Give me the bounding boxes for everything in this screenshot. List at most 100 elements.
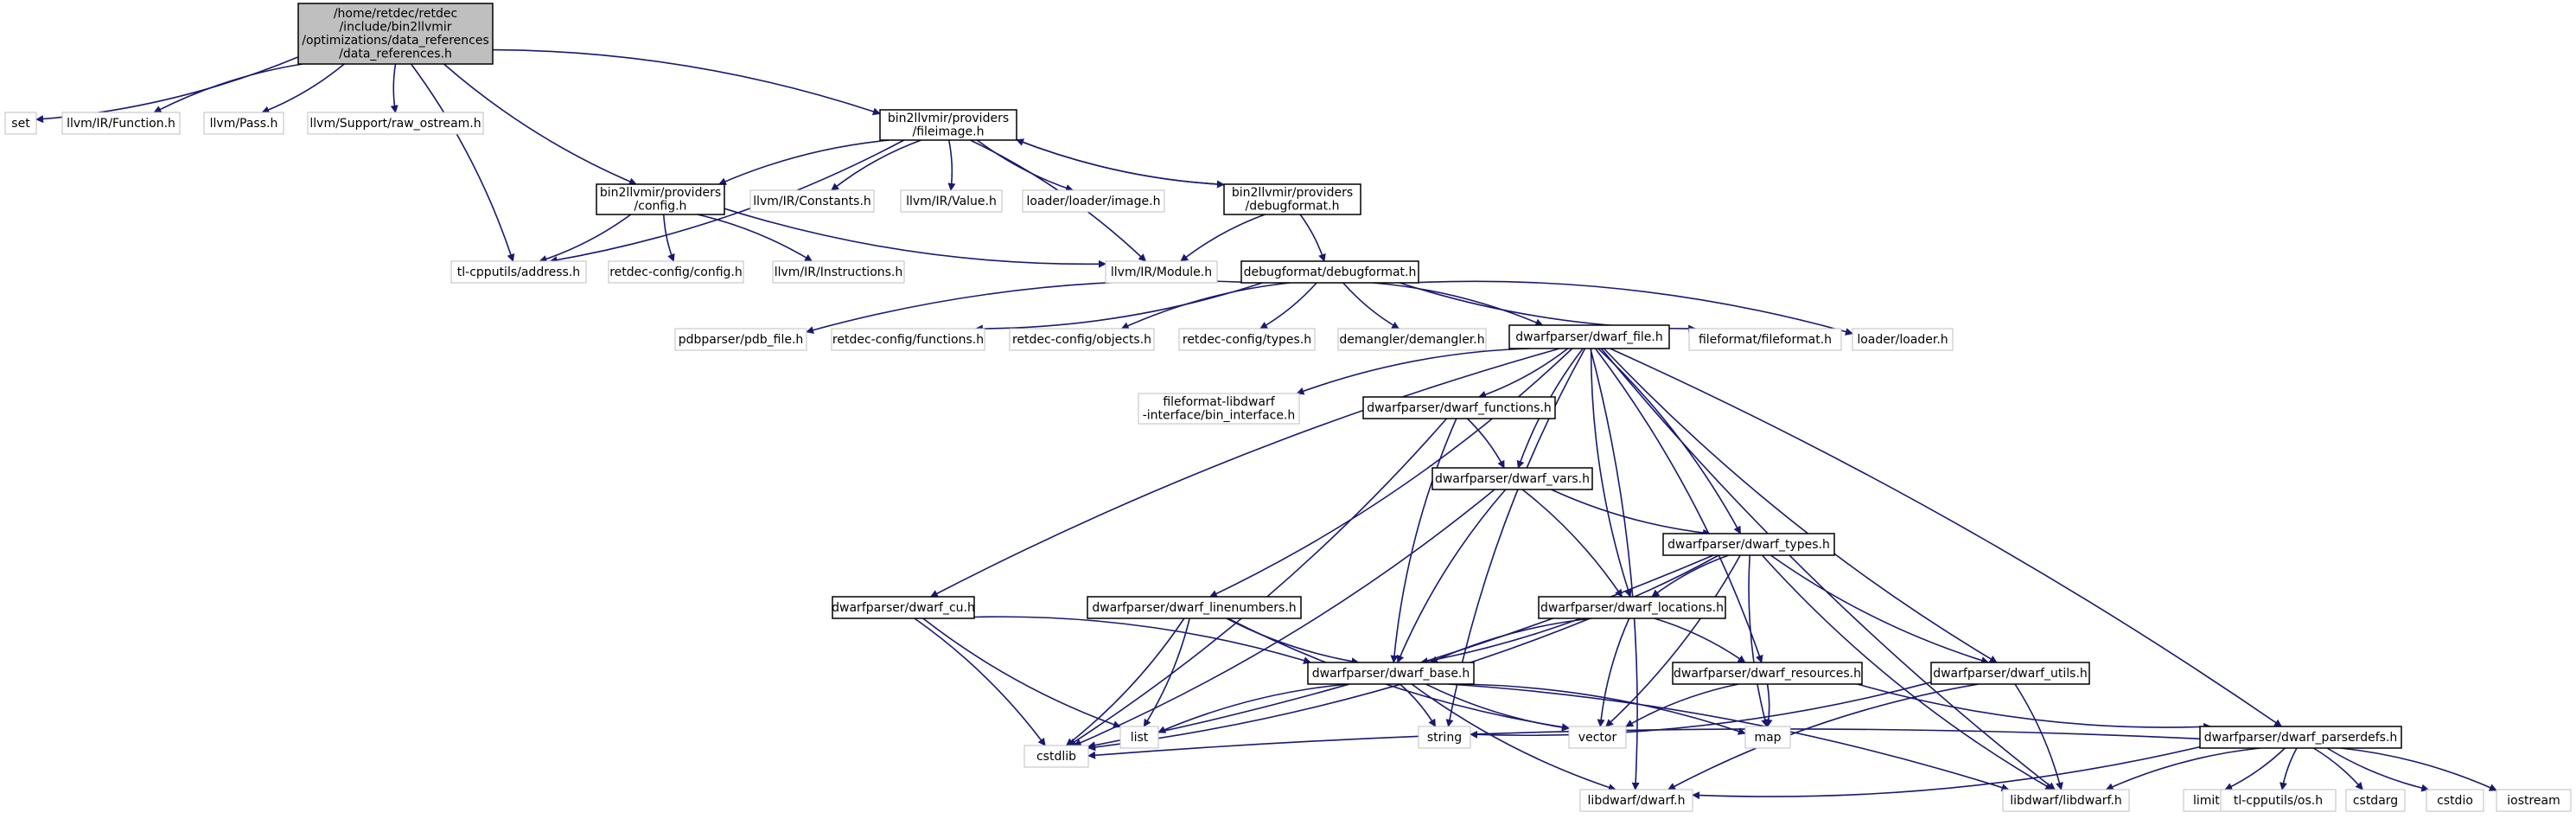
node-label: tl-cpputils/address.h [457,266,580,279]
node-box-dwarf-base-h[interactable] [1307,662,1475,685]
edge-debugformat_h-to-loader_h [1418,280,1853,336]
node-debugformat-h[interactable]: debugformat/debugformat.h [1240,260,1419,284]
edge-fileimage_h-to-debugformat_prov_h [1016,138,1225,189]
node-config-h[interactable]: bin2llvmir/providers/config.h [596,183,725,215]
node-label: loader/loader.h [1857,333,1948,347]
edge-config_h-to-retdec_config_h [663,214,675,262]
edge-root-to-set [35,56,299,124]
edge-fileimage_h-to-loader_image_h [976,139,1074,192]
edge-dwarf_resources_h-to-map [1764,683,1773,727]
edge-dwarf_types_h-to-libdwarf_libdwarf_h [1761,554,2054,790]
edge-dwarf_file_h-to-dwarf_functions_h [1478,348,1569,399]
node-box-fileimage-h[interactable] [879,109,1017,141]
node-box-debugformat-h[interactable] [1240,260,1419,284]
node-label: bin2llvmir/providers [600,186,721,200]
edge-dwarf_cu_h-to-cstdlib [914,617,1046,746]
edge-debugformat_h-to-dwarf_file_h [1373,282,1544,326]
node-box-dwarf-linenumbers-h[interactable] [1087,596,1302,619]
node-label: cstdlib [1036,750,1076,764]
node-box-dwarf-vars-h[interactable] [1431,467,1593,490]
edge-dwarf_base_h-to-libdwarf_dwarf_h [1411,683,1616,791]
node-box-cstdio [2426,789,2484,812]
edge-dwarf_types_h-to-map [1748,554,1769,727]
node-dwarf-linenumbers-h[interactable]: dwarfparser/dwarf_linenumbers.h [1087,596,1302,619]
node-box-module-h [1105,260,1218,284]
edge-dwarf_base_h-to-map [1454,683,1746,735]
node-dwarf-utils-h[interactable]: dwarfparser/dwarf_utils.h [1930,662,2090,685]
node-dwarf-base-h[interactable]: dwarfparser/dwarf_base.h [1307,662,1475,685]
node-dwarf-vars-h[interactable]: dwarfparser/dwarf_vars.h [1431,467,1593,490]
node-map: map [1744,726,1791,749]
node-box-function-h [61,112,181,135]
edge-debugformat_h-to-types_cfg_h [1259,282,1317,330]
edge-dwarf_vars_h-to-cstdlib [1073,489,1495,746]
node-label: llvm/IR/Instructions.h [775,266,903,279]
node-fileimage-h[interactable]: bin2llvmir/providers/fileimage.h [879,109,1017,141]
node-module-h: llvm/IR/Module.h [1105,260,1218,284]
node-label: /config.h [634,200,687,214]
node-label: set [11,117,30,131]
edge-fileimage_h-to-value_h [947,139,956,191]
node-box-dwarf-parserdefs-h[interactable] [2199,726,2402,749]
node-label: /include/bin2llvmir [339,21,451,35]
node-label: /fileimage.h [913,125,985,139]
node-box-dwarf-file-h[interactable] [1508,324,1670,349]
node-box-dwarf-types-h[interactable] [1662,533,1835,556]
node-box-root [297,3,494,65]
edge-dwarf_functions_h-to-cstdlib [1068,418,1448,746]
node-label: cstdarg [2353,794,2398,808]
node-box-debugformat-prov-h[interactable] [1223,183,1361,215]
node-label: dwarfparser/dwarf_types.h [1667,538,1830,552]
file-nodes: /home/retdec/retdec/include/bin2llvmir/o… [4,3,2572,812]
node-box-dwarf-utils-h[interactable] [1930,662,2090,685]
node-retdec-config-h: retdec-config/config.h [608,260,744,284]
node-dwarf-cu-h[interactable]: dwarfparser/dwarf_cu.h [832,596,975,619]
edge-dwarf_functions_h-to-dwarf_base_h [1390,418,1457,663]
node-label: vector [1578,731,1617,745]
edge-dwarf_parserdefs_h-to-libdwarf_dwarf_h [1692,745,2201,800]
node-root: /home/retdec/retdec/include/bin2llvmir/o… [297,3,494,65]
node-box-dwarf-resources-h[interactable] [1672,662,1863,685]
node-debugformat-prov-h[interactable]: bin2llvmir/providers/debugformat.h [1223,183,1361,215]
node-box-list [1119,726,1159,749]
edge-debugformat_h-to-objects_h [1120,282,1291,330]
node-dwarf-types-h[interactable]: dwarfparser/dwarf_types.h [1662,533,1835,556]
node-dwarf-functions-h[interactable]: dwarfparser/dwarf_functions.h [1362,396,1556,419]
edge-root-to-raw_ostream_h [390,63,399,113]
node-vector: vector [1568,726,1627,749]
node-os-h: tl-cpputils/os.h [2220,789,2337,812]
node-box-objects-h [1009,328,1155,351]
edge-dwarf_file_h-to-libdwarf_libdwarf_h [1600,348,2056,790]
node-label: dwarfparser/dwarf_locations.h [1540,601,1724,615]
node-label: llvm/Pass.h [210,117,278,131]
edge-debugformat_prov_h-to-debugformat_h [1299,214,1326,262]
node-dwarf-parserdefs-h[interactable]: dwarfparser/dwarf_parserdefs.h [2199,726,2402,749]
edge-debugformat_prov_h-to-module_h [1180,214,1266,262]
edge-dwarf_functions_h-to-dwarf_vars_h [1466,418,1505,469]
node-label: dwarfparser/dwarf_base.h [1312,667,1470,681]
node-label: -interface/bin_interface.h [1143,409,1296,423]
node-set: set [4,112,37,135]
node-box-dwarf-functions-h[interactable] [1362,396,1556,419]
node-box-dwarf-locations-h[interactable] [1538,596,1726,619]
node-box-dwarf-cu-h[interactable] [832,596,975,619]
node-box-string [1418,726,1471,749]
edge-dwarf_cu_h-to-list [922,617,1121,728]
node-dwarf-locations-h[interactable]: dwarfparser/dwarf_locations.h [1538,596,1726,619]
node-box-pass-h [203,112,284,135]
node-loader-image-h: loader/loader/image.h [1022,189,1165,213]
edge-dwarf_resources_h-to-dwarf_parserdefs_h [1857,683,2212,731]
node-pass-h: llvm/Pass.h [203,112,284,135]
edge-fileimage_h-to-address_h [549,139,905,265]
edge-root-to-config_h [443,63,637,185]
node-dwarf-resources-h[interactable]: dwarfparser/dwarf_resources.h [1672,662,1863,685]
edge-dwarf_file_h-to-dwarf_linenumbers_h [1208,348,1573,598]
node-box-config-h[interactable] [596,183,725,215]
node-label: dwarfparser/dwarf_utils.h [1933,667,2088,681]
node-dwarf-file-h[interactable]: dwarfparser/dwarf_file.h [1508,324,1670,349]
node-label: pdbparser/pdb_file.h [679,333,804,347]
edge-dwarf_vars_h-to-dwarf_base_h [1396,489,1507,663]
node-label: dwarfparser/dwarf_parserdefs.h [2204,731,2398,745]
node-label: list [1131,731,1149,745]
edge-dwarf_resources_h-to-vector [1625,683,1739,727]
